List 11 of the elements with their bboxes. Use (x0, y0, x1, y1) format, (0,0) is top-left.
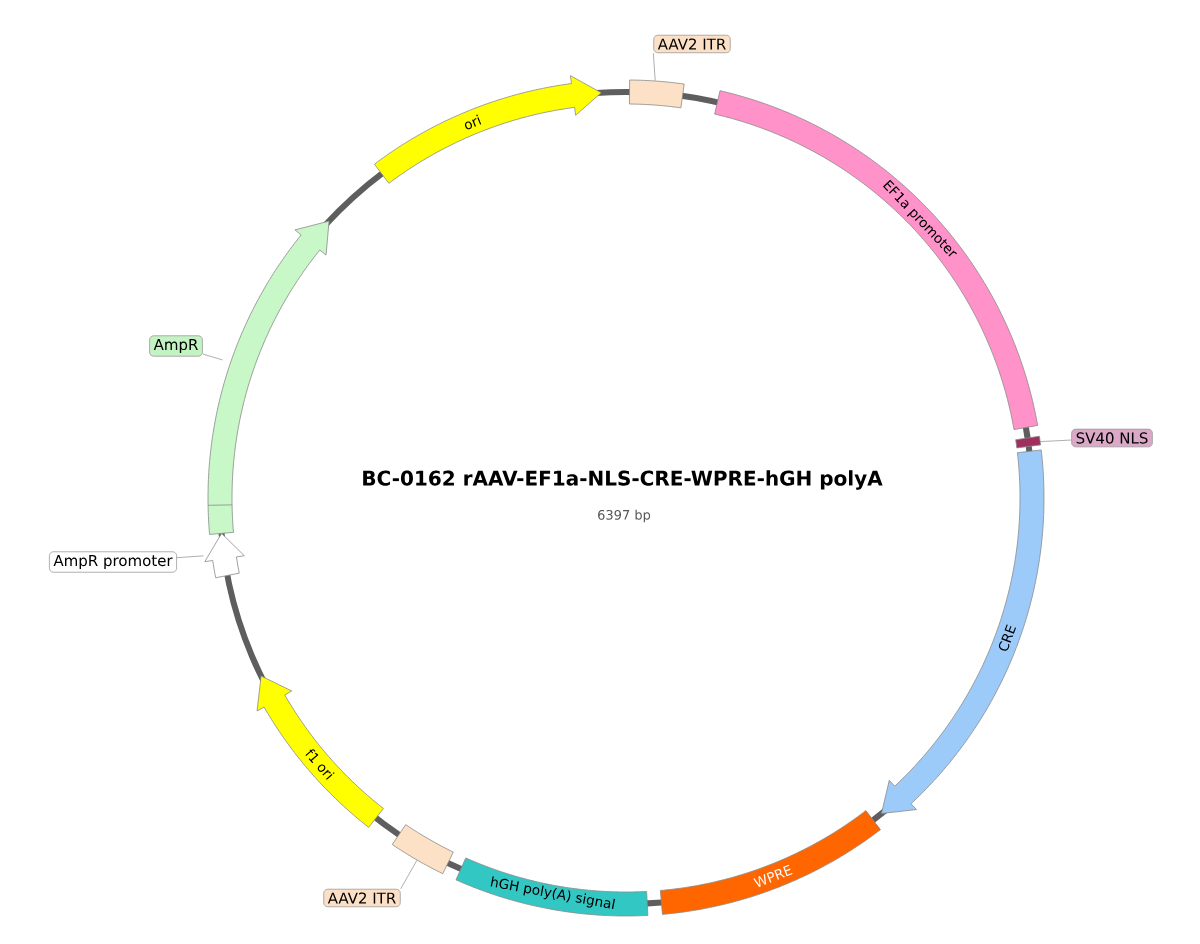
leader-line (176, 555, 204, 559)
leader-line (652, 52, 656, 82)
leader-line (1040, 439, 1072, 442)
feature-band (1015, 435, 1042, 449)
leader-line (202, 353, 223, 361)
plasmid-title: BC-0162 rAAV-EF1a-NLS-CRE-WPRE-hGH polyA (363, 470, 883, 490)
leader-line (400, 860, 418, 890)
feature-band (629, 79, 685, 109)
pointed-feature-band (207, 220, 330, 535)
feature-band (391, 824, 454, 875)
pointed-feature-band (204, 533, 245, 579)
